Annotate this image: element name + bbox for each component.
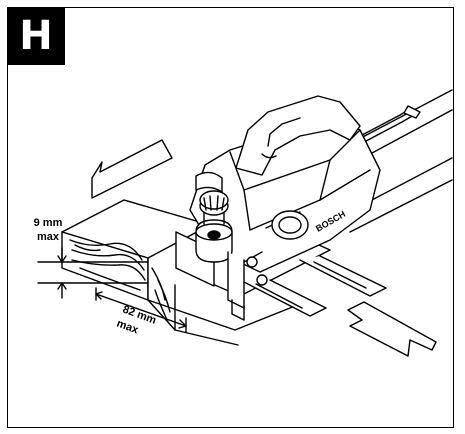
depth-max-label: max bbox=[37, 231, 60, 243]
workpiece-board bbox=[61, 199, 311, 346]
figure-letter-badge: H bbox=[7, 7, 65, 65]
depth-label: 9 mm bbox=[34, 217, 63, 229]
arrow-right-icon bbox=[347, 301, 437, 357]
cord-plug bbox=[403, 105, 421, 119]
planer bbox=[175, 95, 381, 297]
parallel-guide bbox=[227, 251, 387, 321]
figure-letter: H bbox=[19, 13, 53, 59]
width-dimension bbox=[95, 287, 187, 333]
figure-frame bbox=[7, 7, 454, 428]
depth-dimension bbox=[37, 247, 149, 299]
rail-line bbox=[349, 179, 453, 233]
arrow-left-icon bbox=[91, 139, 173, 199]
